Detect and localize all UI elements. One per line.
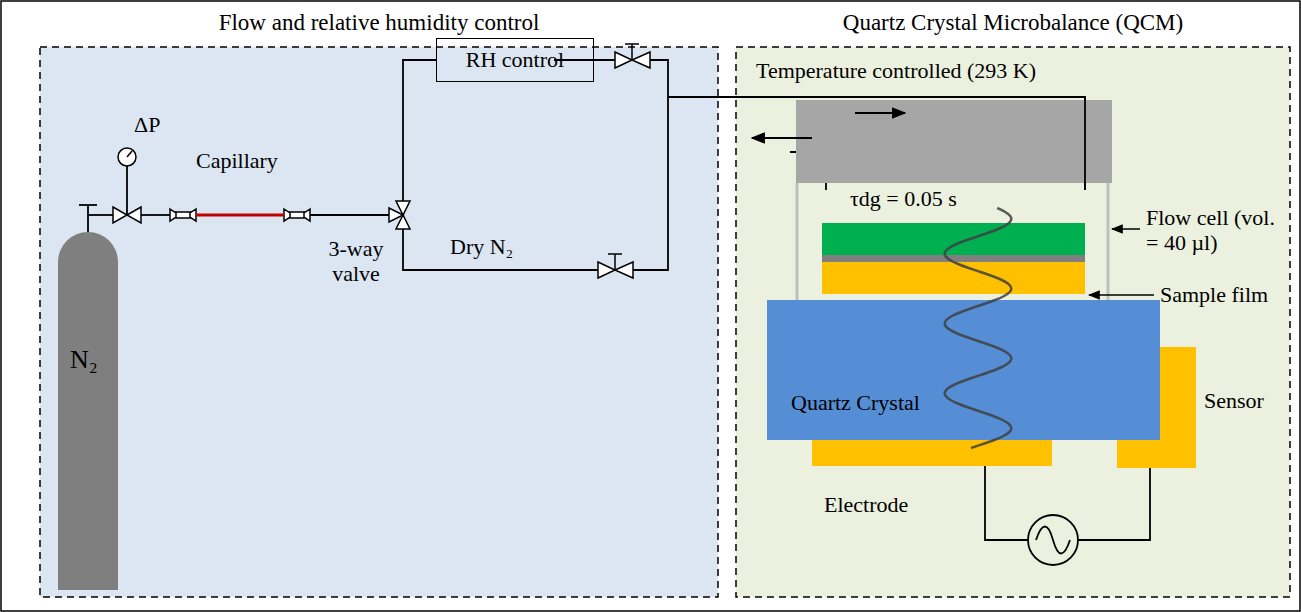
capillary-tube: [196, 214, 284, 217]
pressure-gauge: [118, 148, 136, 166]
condition-note: Temperature controlled (293 K): [756, 58, 1036, 83]
needle-valve: [598, 44, 650, 278]
leader-arrow: [1089, 294, 1154, 296]
box-label: RH control: [466, 47, 564, 72]
part-label: Sample film: [1160, 282, 1268, 307]
bottom-electrode: [812, 440, 1052, 466]
panel-outline: [40, 47, 718, 597]
flow-cell-lid: [796, 100, 1112, 183]
part-label: Flow cell (vol. = 40 µl): [1146, 205, 1286, 256]
leader-arrow: [1112, 228, 1140, 230]
three-way-valve: [389, 201, 410, 229]
decay-time-label: τdg = 0.05 s: [850, 186, 957, 211]
top-electrode: [822, 262, 1085, 294]
ac-source: [1028, 515, 1078, 565]
sample-film: [822, 223, 1085, 255]
process-box: RH control: [436, 38, 594, 82]
line-label: Dry N₂: [450, 234, 513, 259]
flow-arrow: [855, 112, 905, 114]
panel-heading: Quartz Crystal Microbalance (QCM): [736, 6, 1290, 36]
panel-outline: [736, 47, 1290, 597]
fitting-symbol: [170, 209, 310, 221]
flow-arrow: [752, 137, 812, 139]
wire: [985, 466, 1028, 540]
pressure-label: ΔP: [134, 112, 160, 137]
part-label: Sensor: [1204, 388, 1264, 413]
part-label: Electrode: [824, 492, 908, 517]
part-label: 3-way valve: [316, 236, 396, 287]
shear-wave: [945, 208, 1012, 448]
gas-label: N₂: [70, 345, 98, 375]
part-label: Capillary: [196, 148, 278, 173]
quartz-crystal: [767, 300, 1160, 440]
box-label: Quartz Crystal: [791, 390, 920, 415]
panel-heading: Flow and relative humidity control: [40, 6, 718, 36]
panel-region: Flow and relative humidity control RH con…: [40, 6, 718, 597]
wire: [1078, 468, 1150, 540]
crystal-block: Quartz Crystal: [767, 300, 1160, 440]
valve-symbol: [113, 207, 141, 223]
gas-cylinder: [58, 232, 118, 590]
